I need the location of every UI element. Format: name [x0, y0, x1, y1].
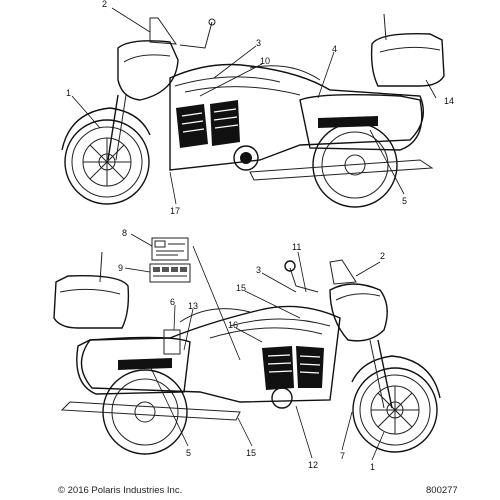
- callout-7: 7: [340, 451, 345, 461]
- callout-9: 9: [118, 263, 123, 273]
- callout-17-top: 17: [170, 206, 180, 216]
- part-number: 800277: [426, 485, 458, 496]
- callout-11: 11: [292, 242, 301, 252]
- callout-5-bottom: 5: [186, 448, 191, 458]
- top-motorcycle: [61, 13, 445, 208]
- bottom-front-wheel: [352, 367, 438, 453]
- callout-1-top: 1: [66, 88, 71, 98]
- callouts-bottom: 8 9 11 2 3 15 6 13 16 5 15 12 7 1: [118, 228, 385, 472]
- callout-2-bottom: 2: [380, 251, 385, 261]
- bottom-rear-wheel: [102, 369, 188, 455]
- callout-1-bottom: 1: [370, 462, 375, 472]
- decal-sheet-8: [151, 237, 189, 261]
- callout-16: 16: [228, 320, 238, 330]
- copyright-text: © 2016 Polaris Industries Inc.: [58, 485, 183, 496]
- callout-15-upper: 15: [236, 283, 246, 293]
- callout-13: 13: [188, 301, 198, 311]
- callout-15-lower: 15: [246, 448, 256, 458]
- decal-sheet-9: [149, 263, 191, 283]
- callout-3-bottom: 3: [256, 265, 261, 275]
- bottom-engine: [262, 346, 324, 409]
- callout-3-top: 3: [256, 38, 261, 48]
- callout-12: 12: [308, 460, 318, 470]
- callout-2-top: 2: [102, 0, 107, 9]
- callout-14-top: 14: [444, 96, 454, 106]
- leader-lines: [71, 7, 437, 461]
- callout-8: 8: [122, 228, 127, 238]
- top-front-wheel: [64, 119, 150, 205]
- callout-6: 6: [170, 297, 175, 307]
- bottom-motorcycle: [53, 251, 441, 455]
- callouts-top: 2 3 10 4 1 14 5 17: [66, 0, 454, 216]
- callout-10-top: 10: [260, 56, 270, 66]
- callout-5-top: 5: [402, 196, 407, 206]
- callout-4-top: 4: [332, 44, 337, 54]
- top-engine: [176, 100, 259, 171]
